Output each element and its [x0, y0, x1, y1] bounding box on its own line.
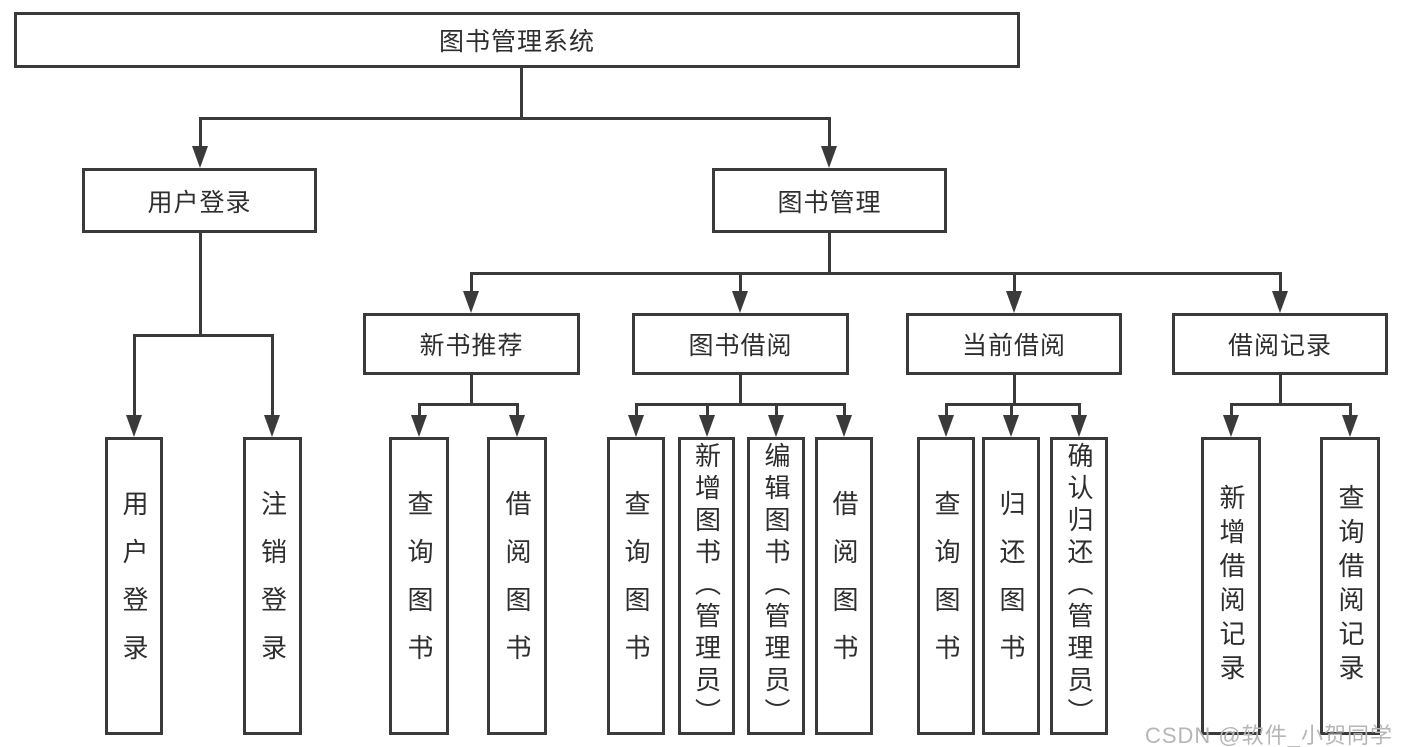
connector-userlogin-rail — [133, 334, 273, 337]
arrow-down-icon — [938, 415, 954, 437]
connector-bookmgmt-shaft-4 — [1279, 272, 1282, 292]
connector-bookmgmt-stem — [828, 233, 831, 274]
arrow-down-icon — [1071, 415, 1087, 437]
leaf-borrow-borrow-books: 借阅图书 — [815, 437, 873, 735]
leaf-newbooks-borrow-books-label: 借阅图书 — [502, 490, 532, 682]
connector-userlogin-stem — [199, 233, 202, 335]
connector-borrowrecords-stem — [1279, 375, 1282, 405]
leaf-borrow-add-books-admin: 新增图书（管理员） — [678, 437, 735, 735]
leaf-records-query-record-label: 查询借阅记录 — [1335, 484, 1365, 688]
leaf-borrow-edit-books-admin-label: 编辑图书（管理员） — [761, 442, 791, 730]
connector-currentborrow-shaft-1 — [945, 403, 948, 417]
node-borrow-records-label: 借阅记录 — [1227, 332, 1332, 360]
node-book-management: 图书管理 — [712, 168, 947, 233]
node-borrow-records: 借阅记录 — [1172, 313, 1388, 375]
node-current-borrow: 当前借阅 — [906, 313, 1122, 375]
arrow-down-icon — [126, 415, 142, 437]
leaf-newbooks-query-books-label: 查询图书 — [404, 490, 434, 682]
connector-newbooks-stem — [470, 375, 473, 405]
node-user-login-label: 用户登录 — [147, 188, 252, 217]
leaf-records-add-record: 新增借阅记录 — [1201, 437, 1261, 735]
csdn-watermark: CSDN @软件_小贺同学 — [1144, 723, 1393, 747]
leaf-current-return-books: 归还图书 — [982, 437, 1040, 735]
leaf-user-login: 用户登录 — [105, 437, 163, 735]
arrow-down-icon — [768, 415, 784, 437]
leaf-current-query-books: 查询图书 — [917, 437, 975, 735]
arrow-down-icon — [1342, 415, 1358, 437]
connector-bookmgmt-shaft-2 — [739, 272, 742, 292]
node-library-system-label: 图书管理系统 — [438, 28, 595, 56]
arrow-down-icon — [836, 415, 852, 437]
arrow-down-icon — [463, 291, 479, 313]
leaf-current-confirm-return-admin: 确认归还（管理员） — [1050, 437, 1108, 735]
connector-root-right-shaft — [828, 117, 831, 149]
leaf-current-query-books-label: 查询图书 — [931, 490, 961, 682]
arrow-down-icon — [732, 291, 748, 313]
arrow-down-icon — [628, 415, 644, 437]
arrow-down-icon — [411, 415, 427, 437]
connector-currentborrow-stem — [1013, 375, 1016, 405]
arrow-down-icon — [1272, 291, 1288, 313]
connector-borrowrecords-shaft-2 — [1349, 403, 1352, 417]
leaf-records-add-record-label: 新增借阅记录 — [1216, 484, 1246, 688]
connector-currentborrow-shaft-3 — [1078, 403, 1081, 417]
arrow-down-icon — [509, 415, 525, 437]
node-new-book-recommend-label: 新书推荐 — [419, 332, 524, 360]
connector-currentborrow-rail — [945, 403, 1081, 406]
leaf-current-return-books-label: 归还图书 — [996, 490, 1026, 682]
leaf-borrow-borrow-books-label: 借阅图书 — [829, 490, 859, 682]
node-book-borrow: 图书借阅 — [632, 313, 849, 375]
node-book-management-label: 图书管理 — [777, 188, 882, 217]
leaf-logout: 注销登录 — [243, 437, 302, 735]
connector-root-stem — [520, 68, 523, 118]
connector-bookmgmt-shaft-3 — [1013, 272, 1016, 292]
connector-bookborrow-shaft-4 — [843, 403, 846, 417]
node-library-system: 图书管理系统 — [14, 12, 1020, 68]
node-book-borrow-label: 图书借阅 — [688, 332, 793, 360]
connector-borrowrecords-rail — [1230, 403, 1352, 406]
connector-userlogin-shaft-1 — [133, 334, 136, 416]
connector-bookborrow-shaft-3 — [775, 403, 778, 417]
arrow-down-icon — [699, 415, 715, 437]
connector-newbooks-shaft-2 — [516, 403, 519, 417]
arrow-down-icon — [192, 146, 208, 168]
arrow-down-icon — [264, 415, 280, 437]
leaf-user-login-label: 用户登录 — [119, 490, 149, 682]
leaf-newbooks-borrow-books: 借阅图书 — [487, 437, 547, 735]
connector-newbooks-shaft-1 — [418, 403, 421, 417]
connector-bookmgmt-shaft-1 — [470, 272, 473, 292]
connector-borrowrecords-shaft-1 — [1230, 403, 1233, 417]
connector-bookborrow-shaft-1 — [635, 403, 638, 417]
leaf-records-query-record: 查询借阅记录 — [1320, 437, 1380, 735]
leaf-borrow-add-books-admin-label: 新增图书（管理员） — [691, 442, 722, 730]
leaf-borrow-query-books-label: 查询图书 — [621, 490, 651, 682]
arrow-down-icon — [1223, 415, 1239, 437]
connector-bookmgmt-rail — [470, 272, 1282, 275]
connector-root-left-shaft — [199, 117, 202, 149]
connector-root-rail — [199, 117, 831, 120]
connector-bookborrow-shaft-2 — [706, 403, 709, 417]
arrow-down-icon — [821, 146, 837, 168]
leaf-borrow-edit-books-admin: 编辑图书（管理员） — [747, 437, 805, 735]
node-new-book-recommend: 新书推荐 — [363, 313, 580, 375]
connector-bookborrow-stem — [739, 375, 742, 405]
connector-bookborrow-rail — [635, 403, 846, 406]
arrow-down-icon — [1003, 415, 1019, 437]
connector-userlogin-shaft-2 — [271, 334, 274, 416]
node-current-borrow-label: 当前借阅 — [961, 332, 1066, 360]
leaf-logout-label: 注销登录 — [257, 490, 288, 682]
arrow-down-icon — [1006, 291, 1022, 313]
node-user-login: 用户登录 — [82, 168, 317, 233]
connector-newbooks-rail — [418, 403, 519, 406]
leaf-borrow-query-books: 查询图书 — [607, 437, 665, 735]
connector-currentborrow-shaft-2 — [1010, 403, 1013, 417]
leaf-current-confirm-return-admin-label: 确认归还（管理员） — [1064, 442, 1094, 730]
leaf-newbooks-query-books: 查询图书 — [389, 437, 449, 735]
